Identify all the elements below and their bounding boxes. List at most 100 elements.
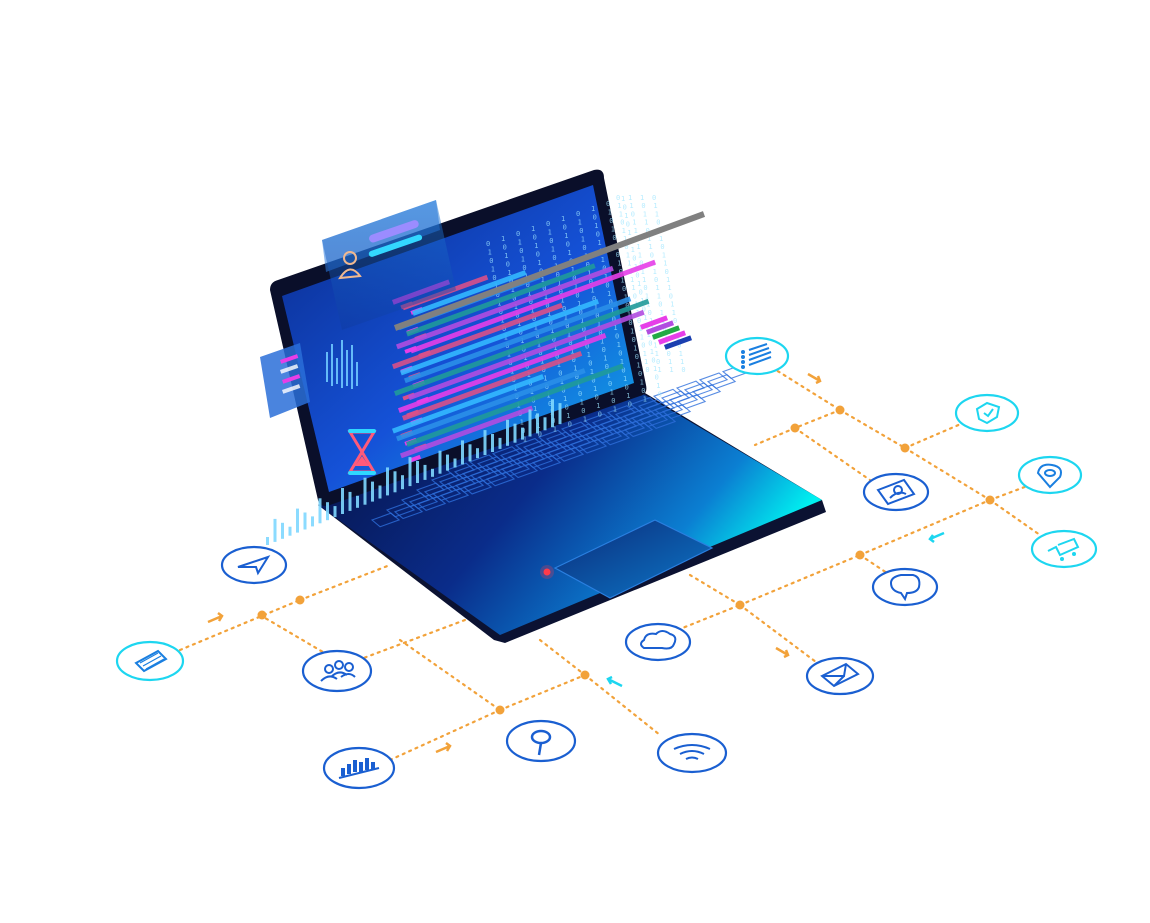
binary-digit: 1 xyxy=(660,309,664,317)
screen-bar xyxy=(348,491,352,511)
binary-digit: 0 xyxy=(579,309,583,317)
binary-digit: 0 xyxy=(486,240,490,248)
binary-digit: 1 xyxy=(628,194,632,202)
keyboard-key xyxy=(430,472,461,488)
binary-digit: 1 xyxy=(620,277,624,285)
binary-digit: 1 xyxy=(501,235,505,243)
binary-digit: 1 xyxy=(500,317,504,325)
binary-digit: 0 xyxy=(612,316,616,324)
keyboard-key xyxy=(445,462,476,478)
binary-digit: 1 xyxy=(581,236,585,244)
keyboard-key xyxy=(691,384,722,399)
binary-digit: 0 xyxy=(611,397,615,405)
binary-digit: 0 xyxy=(602,265,606,273)
binary-digit: 0 xyxy=(526,281,530,289)
code-line xyxy=(411,270,527,316)
binary-digit: 0 xyxy=(643,284,647,292)
binary-digit: 1 xyxy=(624,294,628,302)
equalizer xyxy=(326,340,358,389)
binary-digit: 0 xyxy=(662,325,666,333)
screen-bar xyxy=(341,488,344,514)
binary-digit: 0 xyxy=(598,411,602,419)
binary-digit: 0 xyxy=(516,230,520,238)
binary-digit: 1 xyxy=(564,232,568,240)
binary-digit: 1 xyxy=(610,389,614,397)
binary-digit: 1 xyxy=(626,392,630,400)
binary-digit: 0 xyxy=(555,353,559,361)
floating-profile-panel xyxy=(322,200,456,330)
binary-digit: 1 xyxy=(517,320,521,328)
screen-bar xyxy=(356,495,359,508)
binary-digit: 1 xyxy=(666,276,670,284)
keyboard-key xyxy=(607,418,638,434)
binary-digit: 1 xyxy=(534,324,538,332)
code-line xyxy=(392,374,545,434)
binary-digit: 1 xyxy=(566,412,570,420)
binary-digit: 1 xyxy=(587,351,591,359)
binary-digit: 1 xyxy=(580,317,584,325)
binary-digit: 1 xyxy=(636,243,640,251)
keyboard-key xyxy=(499,447,530,463)
binary-digit: 1 xyxy=(583,416,587,424)
binary-digit: 1 xyxy=(557,361,561,369)
code-line xyxy=(406,363,624,447)
binary-digit: 0 xyxy=(503,244,507,252)
screen-bar xyxy=(288,526,292,536)
binary-digit: 1 xyxy=(627,260,631,268)
binary-digit: 1 xyxy=(667,284,671,292)
binary-digit: 1 xyxy=(627,229,631,237)
keyboard-key xyxy=(523,453,554,469)
keyboard-key xyxy=(569,436,600,452)
binary-digit: 1 xyxy=(653,202,657,210)
keyboard-key xyxy=(706,374,737,389)
binary-digit: 1 xyxy=(617,341,621,349)
code-line xyxy=(395,368,586,442)
binary-digit: 1 xyxy=(679,350,683,358)
binary-digit: 0 xyxy=(575,292,579,300)
keyboard-key xyxy=(492,459,523,475)
binary-digit: 0 xyxy=(621,367,625,375)
keyboard-key xyxy=(423,484,454,500)
binary-digit: 1 xyxy=(573,365,577,373)
binary-digit: 1 xyxy=(627,311,631,319)
screen-bar xyxy=(266,537,269,545)
binary-digit: 0 xyxy=(605,282,609,290)
binary-digit: 1 xyxy=(645,292,649,300)
binary-digit: 1 xyxy=(623,375,627,383)
binary-digit: 0 xyxy=(665,268,669,276)
screen-bar xyxy=(521,427,524,440)
keyboard-key xyxy=(537,429,568,445)
binary-digit: 0 xyxy=(677,342,681,350)
screen-bar xyxy=(318,498,322,524)
binary-digit: 1 xyxy=(596,402,600,410)
keyboard-key xyxy=(507,449,538,465)
screen-bar xyxy=(476,448,479,459)
code-tab xyxy=(663,335,693,350)
code-line xyxy=(392,302,563,370)
binary-digit: 1 xyxy=(578,219,582,227)
keyboard-key xyxy=(630,410,661,426)
binary-digit: 1 xyxy=(590,368,594,376)
binary-digit: 0 xyxy=(656,358,660,366)
code-tab xyxy=(639,315,669,330)
binary-digit: 0 xyxy=(681,366,685,374)
binary-digit: 1 xyxy=(548,229,552,237)
keyboard-key xyxy=(415,482,446,498)
binary-digit: 0 xyxy=(623,204,627,212)
code-tab xyxy=(651,325,681,340)
binary-digit: 1 xyxy=(547,310,551,318)
binary-digit: 1 xyxy=(643,396,647,404)
binary-digit: 0 xyxy=(654,276,658,284)
binary-digit: 1 xyxy=(650,348,654,356)
keyboard-key xyxy=(469,467,500,483)
binary-digit: 0 xyxy=(669,292,673,300)
keyboard-key xyxy=(439,487,470,503)
keyboard-key xyxy=(462,479,493,495)
screen-bar xyxy=(423,464,427,480)
binary-digit: 0 xyxy=(568,421,572,429)
binary-digit: 0 xyxy=(582,244,586,252)
binary-digit: 1 xyxy=(644,219,648,227)
binary-digit: 0 xyxy=(628,401,632,409)
binary-digit: 0 xyxy=(492,274,496,282)
cloud-icon xyxy=(624,622,692,662)
